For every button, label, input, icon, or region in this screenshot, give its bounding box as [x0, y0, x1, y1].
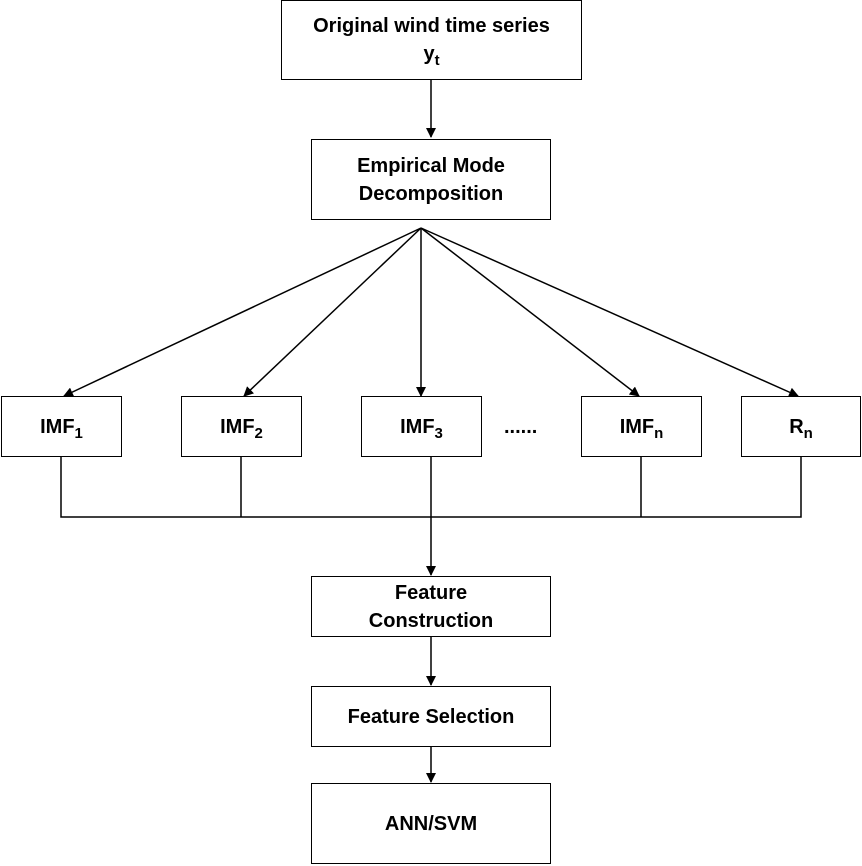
feature-construction-line2: Construction — [368, 609, 494, 632]
original-series-box: Original wind time series yt — [281, 0, 582, 80]
imf3-box: IMF3 — [361, 396, 482, 457]
imf2-box: IMF2 — [181, 396, 302, 457]
emd-label-line2: Decomposition — [358, 182, 504, 205]
imf2-label: IMF2 — [220, 415, 263, 442]
rn-box: Rn — [741, 396, 861, 457]
feature-selection-box: Feature Selection — [311, 686, 551, 747]
model-label: ANN/SVM — [384, 812, 478, 835]
arrow-emd-to-imfn — [420, 227, 640, 397]
imfn-box: IMFn — [581, 396, 702, 457]
imfn-label: IMFn — [619, 415, 664, 442]
feature-selection-label: Feature Selection — [347, 705, 515, 728]
emd-box: Empirical Mode Decomposition — [311, 139, 551, 220]
imf3-label: IMF3 — [400, 415, 443, 442]
rn-label: Rn — [789, 415, 813, 442]
model-box: ANN/SVM — [311, 783, 551, 864]
arrow-emd-to-rn — [420, 227, 799, 397]
original-series-symbol: yt — [423, 43, 440, 69]
imf1-label: IMF1 — [40, 415, 83, 442]
feature-construction-line1: Feature — [394, 581, 468, 604]
arrow-emd-to-imf1 — [63, 227, 422, 397]
ellipsis-text: ...... — [504, 416, 538, 438]
feature-construction-box: Feature Construction — [311, 576, 551, 637]
imf1-box: IMF1 — [1, 396, 122, 457]
arrow-emd-to-imf2 — [243, 227, 422, 397]
emd-label-line1: Empirical Mode — [357, 154, 505, 177]
original-series-label: Original wind time series — [313, 15, 550, 37]
